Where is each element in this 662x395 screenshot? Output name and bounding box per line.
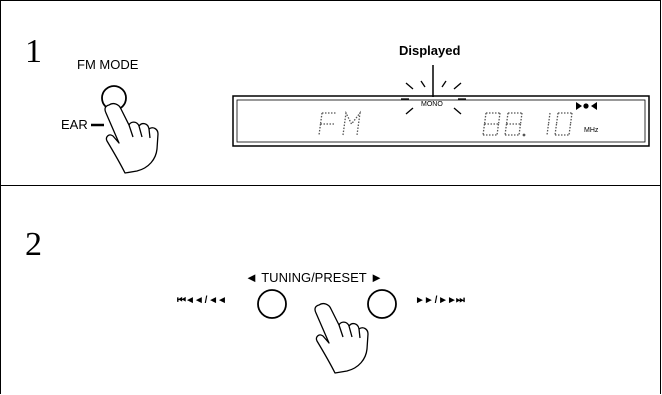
- frequency-unit: MHz: [584, 127, 598, 134]
- step-2-panel: 2 ◄ TUNING/PRESET ► ⏮◄◄ / ◄◄ ►► / ►►⏭: [0, 185, 661, 394]
- mono-indicator: MONO: [421, 101, 443, 108]
- pressing-hand-icon: [105, 104, 158, 173]
- decimal-point: [523, 134, 526, 137]
- pressing-hand-icon: [315, 304, 368, 373]
- tuning-up-button[interactable]: [368, 290, 396, 318]
- tuning-down-button[interactable]: [258, 290, 286, 318]
- step-1-panel: 1 FM MODE EAR Displayed: [0, 0, 661, 186]
